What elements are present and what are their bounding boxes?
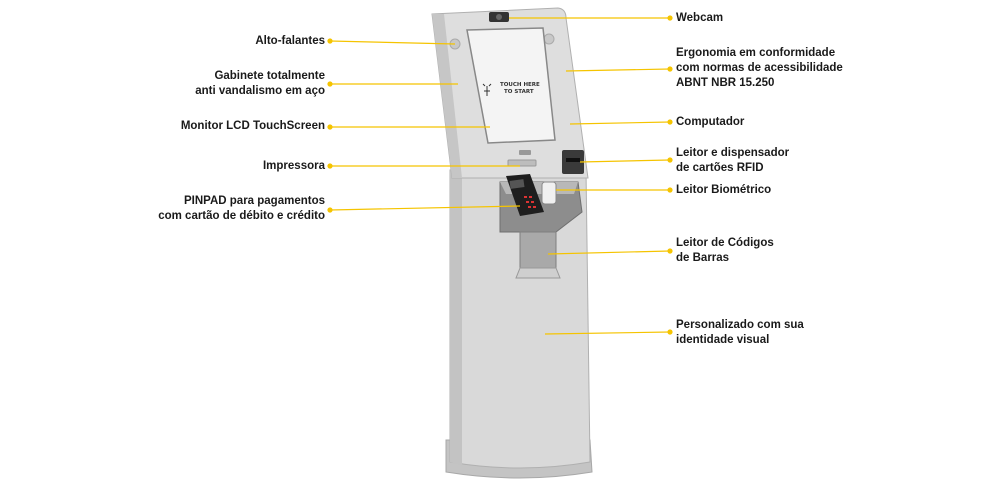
logo-plate [519, 150, 531, 155]
label-line: com cartão de débito e crédito [158, 210, 325, 222]
label-line: anti vandalismo em aço [195, 85, 325, 97]
label-line: identidade visual [676, 334, 770, 346]
leader-computador [569, 121, 671, 125]
label-computador: Computador [676, 115, 744, 130]
label-line: Personalizado com sua [676, 319, 804, 331]
leader-rfid [579, 159, 671, 163]
screen-text-line1: TOUCH HERE [500, 82, 540, 88]
label-line: Computador [676, 116, 745, 128]
kiosk-head-shade [432, 14, 462, 178]
label-line: Impressora [262, 160, 325, 172]
pinpad-keys [524, 196, 536, 208]
label-ergonomia: Ergonomia em conformidade com normas de … [676, 46, 843, 91]
kiosk-illustration: TOUCH HERE TO START [431, 7, 593, 479]
printer-slot [507, 159, 537, 167]
label-codigos: Leitor de Códigos de Barras [676, 236, 774, 266]
screen-text-line2: TO START [504, 89, 534, 95]
leader-ergonomia [565, 68, 671, 72]
biometric-reader [541, 181, 557, 205]
barcode-scanner [519, 231, 557, 273]
touch-screen [466, 27, 556, 144]
label-webcam: Webcam [676, 11, 723, 26]
label-line: Leitor de Códigos [676, 237, 774, 249]
leader-pinpad [329, 205, 521, 211]
rfid-slot [566, 158, 580, 162]
label-line: Leitor e dispensador [676, 147, 790, 159]
label-line: Monitor LCD TouchScreen [180, 120, 325, 132]
barcode-scanner-bottom [515, 267, 561, 279]
leader-lines [327, 15, 673, 335]
label-line: Leitor Biométrico [676, 184, 772, 196]
label-line: Alto-falantes [255, 35, 325, 47]
leader-alto-falantes [329, 40, 456, 45]
kiosk-column-shade [450, 170, 462, 466]
label-line: com normas de acessibilidade [676, 62, 843, 74]
label-line: Gabinete totalmente [214, 70, 325, 82]
label-rfid: Leitor e dispensador de cartões RFID [676, 146, 789, 176]
label-monitor: Monitor LCD TouchScreen [181, 119, 325, 134]
label-alto-falantes: Alto-falantes [255, 34, 325, 49]
leader-codigos [547, 250, 671, 255]
leader-personalizado [544, 331, 671, 335]
speaker-right [543, 33, 555, 45]
label-gabinete: Gabinete totalmente anti vandalismo em a… [195, 69, 325, 99]
pinpad-display [509, 179, 525, 189]
label-line: Ergonomia em conformidade [676, 47, 836, 59]
label-pinpad: PINPAD para pagamentos com cartão de déb… [158, 194, 325, 224]
label-line: PINPAD para pagamentos [183, 195, 325, 207]
label-biometrico: Leitor Biométrico [676, 183, 771, 198]
label-personalizado: Personalizado com sua identidade visual [676, 318, 804, 348]
label-impressora: Impressora [263, 159, 325, 174]
label-line: de cartões RFID [676, 162, 764, 174]
webcam-lens [496, 14, 502, 20]
label-line: Webcam [676, 12, 724, 24]
label-line: ABNT NBR 15.250 [676, 77, 775, 89]
touch-hand-icon [482, 83, 492, 96]
label-line: de Barras [676, 252, 730, 264]
